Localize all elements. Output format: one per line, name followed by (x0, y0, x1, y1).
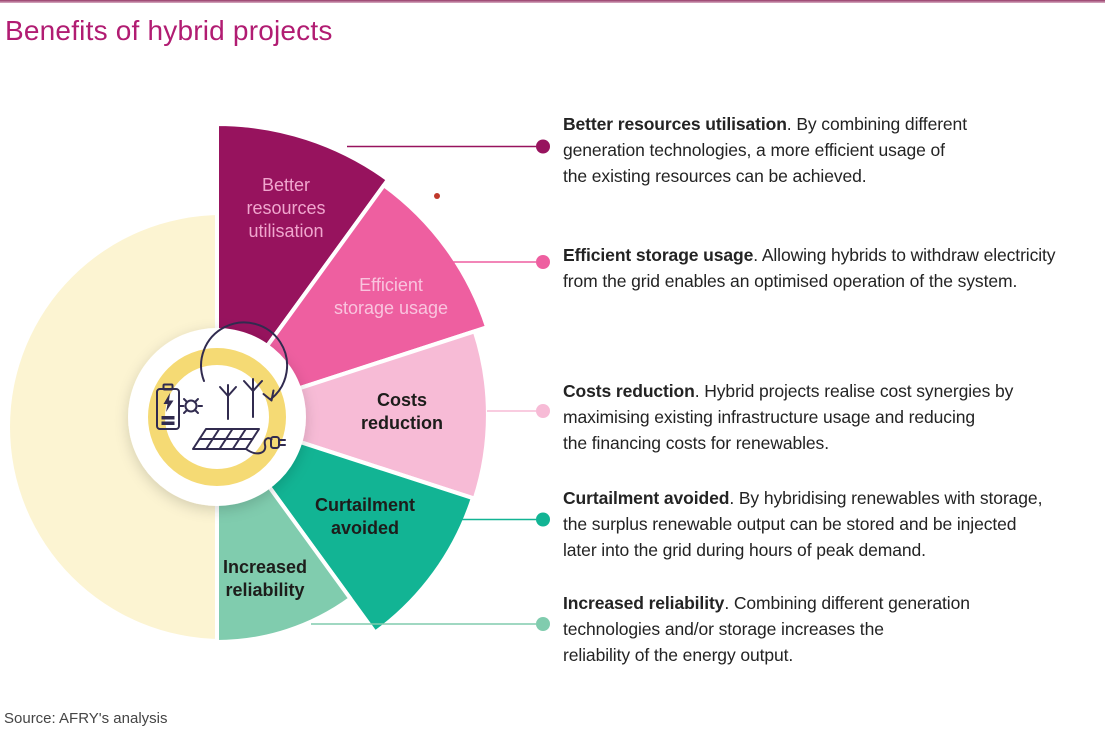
description-lead: Better resources utilisation (563, 114, 787, 134)
page-title: Benefits of hybrid projects (5, 15, 333, 46)
connector-dot-better-resources (536, 139, 550, 154)
wind-turbines-icon (219, 378, 263, 420)
description-body: . Hybrid projects realise cost synergies… (563, 381, 1014, 453)
segment-efficient-storage-usage (215, 183, 490, 417)
description-body: . Combining different generation technol… (563, 593, 970, 665)
description-body: . By hybridising renewables with storage… (563, 488, 1043, 560)
battery-icon (156, 383, 180, 430)
segment-costs-reduction (215, 329, 490, 501)
description-body: . By combining different generation tech… (563, 114, 967, 186)
description-increased-reliability: Increased reliability. Combining differe… (563, 590, 1105, 668)
segment-label-curtailment-avoided: Curtailment avoided (314, 495, 416, 538)
cycle-arrow-icon (200, 321, 289, 402)
stray-red-dot (434, 193, 440, 199)
plug-icon (245, 436, 286, 455)
solar-panel-icon (192, 428, 260, 450)
segment-label-efficient-storage-usage: Efficient storage usage (333, 275, 449, 318)
connector-dot-efficient-storage (536, 255, 550, 269)
description-lead: Curtailment avoided (563, 488, 730, 508)
description-body: . Allowing hybrids to withdraw electrici… (563, 245, 1056, 291)
segment-label-better-resources-utilisation: Better resources utilisation (246, 175, 326, 241)
description-curtailment-avoided: Curtailment avoided. By hybridising rene… (563, 485, 1105, 563)
hybrid-energy-system-icon (156, 321, 289, 455)
connector-dot-costs-reduction (536, 404, 550, 418)
connector-dot-curtailment-avoided (536, 512, 550, 527)
description-lead: Increased reliability (563, 593, 725, 613)
segment-label-increased-reliability: Increased reliability (222, 557, 308, 600)
description-lead: Costs reduction (563, 381, 695, 401)
description-better-resources-utilisation: Better resources utilisation. By combini… (563, 111, 1105, 189)
description-lead: Efficient storage usage (563, 245, 754, 265)
connector-dot-increased-reliability (536, 617, 550, 631)
description-costs-reduction: Costs reduction. Hybrid projects realise… (563, 378, 1105, 456)
description-efficient-storage-usage: Efficient storage usage. Allowing hybrid… (563, 242, 1105, 294)
segment-label-costs-reduction: Costs reduction (360, 390, 444, 433)
top-border (0, 0, 1105, 3)
sun-icon (179, 398, 203, 414)
source-note: Source: AFRY's analysis (4, 710, 168, 727)
